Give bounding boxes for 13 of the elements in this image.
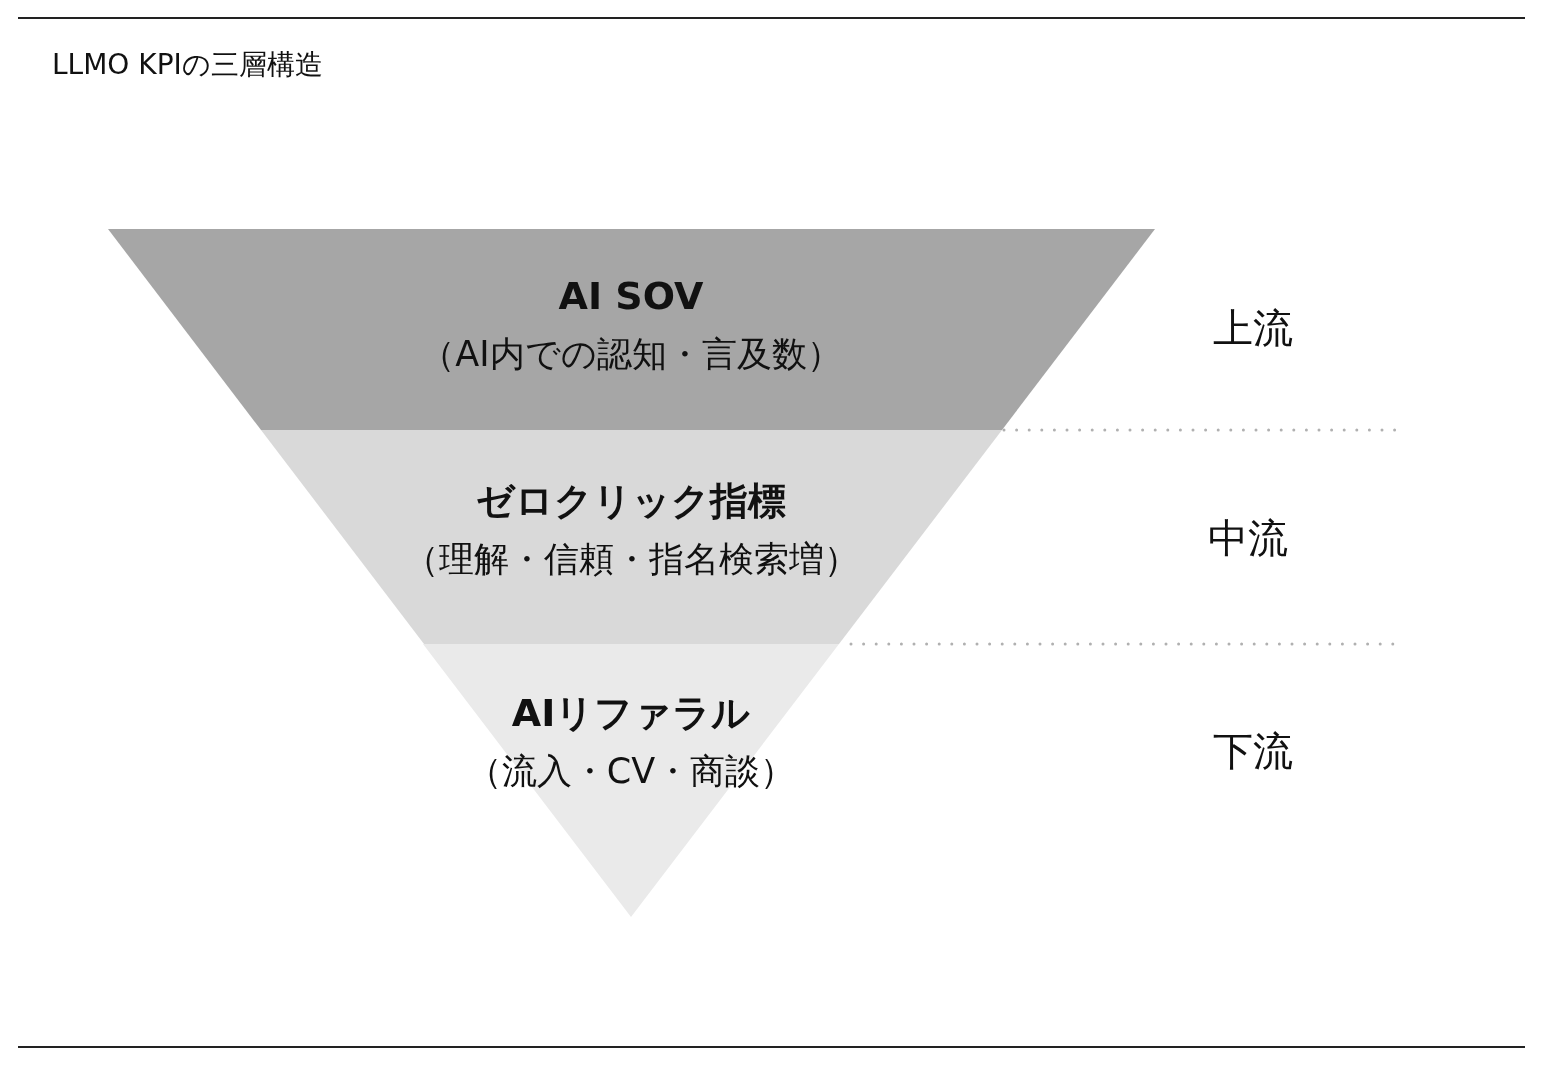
tier-description: （流入・CV・商談） [466, 750, 796, 792]
tier-description: （理解・信頼・指名検索増） [403, 538, 859, 580]
tier-heading: ゼロクリック指標 [476, 479, 786, 525]
stage-label: 下流 [1213, 727, 1293, 775]
funnel-bottom-tier [423, 644, 839, 917]
tier-heading: AIリファラル [511, 691, 751, 737]
tier-description: （AI内での認知・言及数） [420, 333, 842, 375]
funnel-middle-tier [261, 430, 1002, 644]
stage-label: 上流 [1213, 304, 1293, 352]
diagram-title: LLMO KPIの三層構造 [52, 47, 323, 82]
funnel-top-tier [108, 229, 1155, 430]
tier-heading: AI SOV [558, 274, 704, 320]
stage-label: 中流 [1208, 514, 1288, 562]
